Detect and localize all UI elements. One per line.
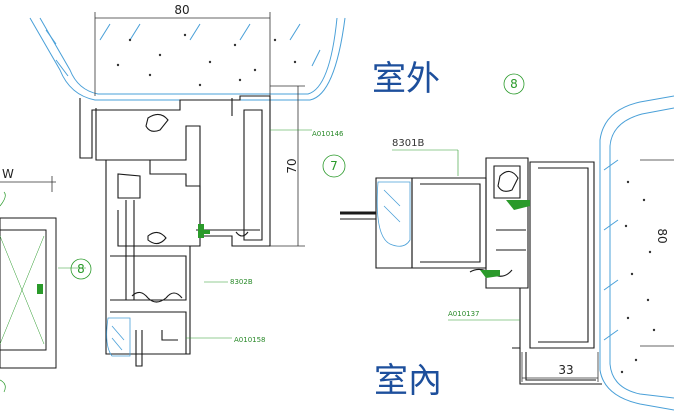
glass-hatch-right bbox=[376, 181, 411, 247]
right-dimension-70 bbox=[270, 85, 305, 247]
callout-circle-7 bbox=[322, 154, 346, 178]
concrete-fill-right bbox=[620, 180, 656, 374]
code-a010146: A010146 bbox=[312, 130, 344, 138]
callout-7-label: 7 bbox=[330, 159, 338, 173]
leaders-left bbox=[58, 129, 312, 339]
small-detail bbox=[0, 176, 57, 393]
code-8302b: 8302B bbox=[230, 278, 253, 286]
code-a010158: A010158 bbox=[234, 336, 266, 344]
code-a010137: A010137 bbox=[448, 310, 480, 318]
right-frame-profile bbox=[340, 157, 602, 385]
code-8301b: 8301B bbox=[392, 138, 424, 149]
outdoor-heading: 室外 bbox=[372, 59, 440, 99]
callout-8-label: 8 bbox=[510, 77, 518, 91]
bottom-dimension bbox=[521, 352, 599, 382]
top-wall-section bbox=[29, 17, 346, 101]
callout-small-8-label: 8 bbox=[77, 262, 85, 276]
leaders-right bbox=[392, 149, 520, 321]
indoor-heading: 室內 bbox=[374, 361, 442, 401]
left-frame-profile bbox=[79, 95, 271, 367]
callout-circle-8 bbox=[503, 73, 525, 95]
left-height-label: 70 bbox=[285, 158, 299, 173]
callout-circle-small-8 bbox=[70, 258, 92, 280]
top-dimension bbox=[94, 12, 271, 96]
glass-hatch-left bbox=[106, 317, 131, 357]
partial-w-label: W bbox=[2, 167, 14, 181]
right-height-label: 80 bbox=[655, 228, 669, 243]
top-width-label: 80 bbox=[174, 3, 189, 17]
green-gasket-left bbox=[198, 224, 210, 238]
green-gasket-right bbox=[480, 200, 530, 278]
concrete-fill-top bbox=[116, 33, 297, 87]
bottom-width-label: 33 bbox=[558, 363, 573, 377]
right-wall-section bbox=[599, 95, 674, 411]
